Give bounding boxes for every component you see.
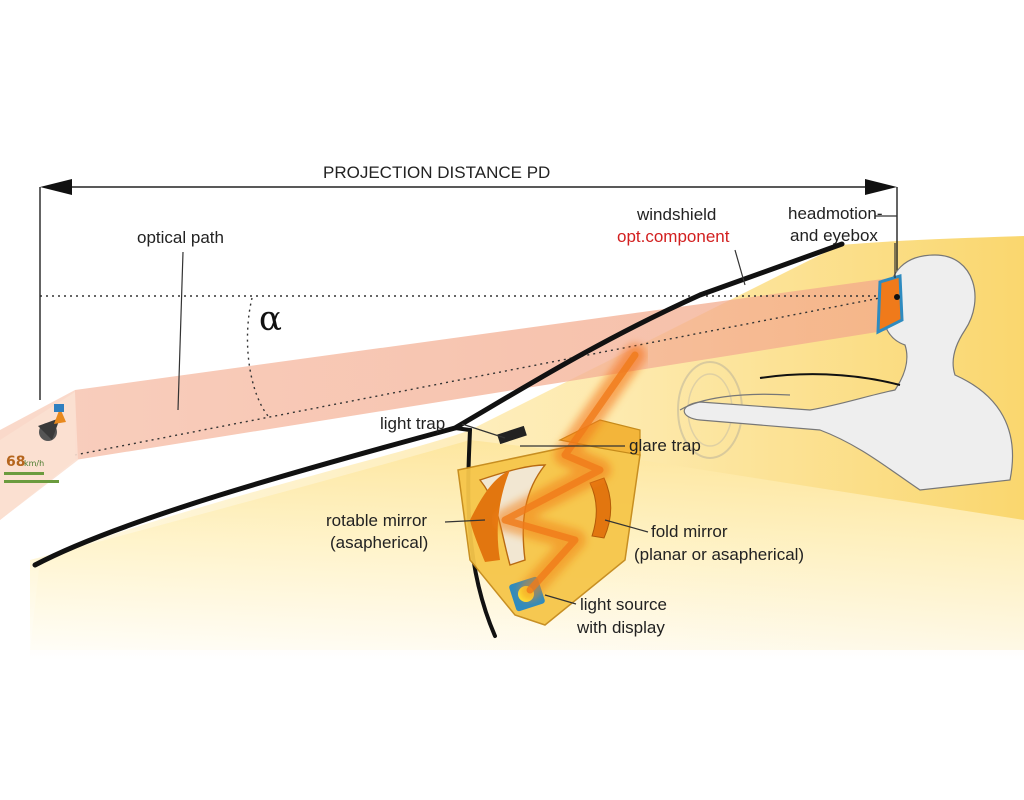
windshield-leader (734, 249, 746, 286)
driver-arm (679, 393, 791, 411)
headmotion-label: headmotion- (788, 204, 883, 223)
alpha-arc (246, 297, 269, 417)
pd-arrow-right (865, 179, 897, 195)
light-trap (497, 425, 527, 445)
rotable-mirror-face (470, 470, 510, 562)
optical-beam (75, 278, 890, 460)
rotable-mirror-label: rotable mirror (326, 511, 427, 530)
projection-distance-title: PROJECTION DISTANCE PD (323, 163, 550, 182)
optical-path-leader (177, 251, 184, 411)
fold-mirror-leader (604, 519, 649, 533)
virtual-image: 68 km/h (0, 392, 78, 520)
speed-value: 68 (6, 454, 25, 470)
eyebox-label: and eyebox (790, 226, 878, 245)
glare-trap-label: glare trap (629, 436, 701, 455)
opt-component-label: opt.component (617, 227, 730, 246)
light-source-label: light source (580, 595, 667, 614)
windshield-label: windshield (636, 205, 716, 224)
light-ray-core (501, 351, 639, 594)
light-trap-label: light trap (380, 414, 445, 433)
light-source-sublabel: with display (576, 618, 665, 637)
windshield (32, 241, 845, 568)
light-source-leader (544, 594, 577, 605)
alpha-symbol: α (259, 299, 282, 339)
rotable-mirror-leader (444, 519, 486, 523)
rotable-mirror-sublabel: (asapherical) (330, 533, 428, 552)
pd-arrow-left (40, 179, 72, 195)
eye-icon (894, 294, 900, 300)
fold-mirror (589, 477, 612, 539)
line-of-sight (74, 295, 891, 456)
fold-mirror-sublabel: (planar or asapherical) (634, 545, 804, 564)
optical-path-label: optical path (137, 228, 224, 247)
speed-unit: km/h (24, 459, 44, 468)
eyebox (876, 274, 904, 335)
fold-mirror-label: fold mirror (651, 522, 728, 541)
light-trap-leader (461, 423, 506, 439)
